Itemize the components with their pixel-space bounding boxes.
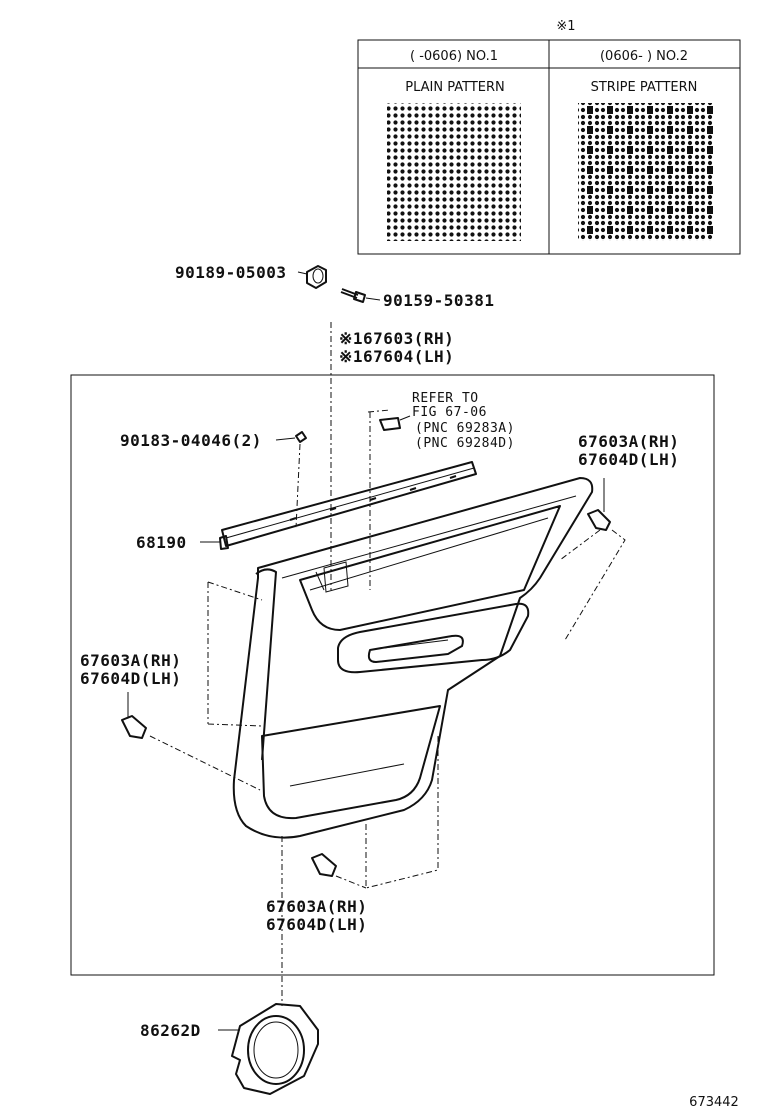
label-clip-right-lh: 67604D(LH) (578, 450, 679, 469)
plain-pattern-swatch (387, 103, 521, 241)
figure-number: 673442 (689, 1095, 739, 1110)
label-screw: 90159-50381 (383, 291, 494, 310)
col1-pattern-name: PLAIN PATTERN (405, 80, 504, 95)
switch-bracket (367, 409, 411, 590)
small-clip-part (275, 431, 307, 529)
label-clip-bottom-lh: 67604D(LH) (266, 915, 367, 934)
table-note-mark: ※1 (556, 19, 575, 34)
label-screw-cap: 90189-05003 (175, 263, 286, 282)
dash-lines-left (207, 581, 263, 727)
label-clip-right-rh: 67603A(RH) (578, 432, 679, 451)
dash-line-left-clip (149, 735, 261, 791)
label-clip-small: 90183-04046(2) (120, 431, 262, 450)
weatherstrip-part (200, 461, 477, 550)
bottom-clip-part (311, 853, 337, 877)
label-weatherstrip: 68190 (136, 533, 187, 552)
left-clip-part (121, 692, 147, 739)
dash-lines-bottom (365, 736, 439, 889)
label-pnc2: (PNC 69284D) (415, 436, 515, 451)
col1-header: ( -0606) NO.1 (410, 49, 498, 64)
speaker-cover-part (218, 1003, 319, 1095)
label-refer-line1: REFER TO (412, 391, 479, 406)
door-trim-board (232, 477, 594, 839)
label-trim-board-lh: ※167604(LH) (339, 347, 454, 366)
col2-pattern-name: STRIPE PATTERN (591, 80, 698, 95)
dash-line-bottom-clip (335, 875, 367, 889)
screw-cap-part (297, 265, 327, 289)
screw-part (340, 288, 381, 303)
label-clip-left-rh: 67603A(RH) (80, 651, 181, 670)
label-clip-left-lh: 67604D(LH) (80, 669, 181, 688)
label-trim-board-rh: ※167603(RH) (339, 329, 454, 348)
fabric-pattern-table: ※1 ( -0606) NO.1 (0606- ) NO.2 PLAIN PAT… (357, 19, 741, 255)
label-pnc1: (PNC 69283A) (415, 421, 515, 436)
label-clip-bottom-rh: 67603A(RH) (266, 897, 367, 916)
stripe-pattern-swatch (578, 103, 714, 241)
col2-header: (0606- ) NO.2 (600, 49, 688, 64)
label-speaker-cover: 86262D (140, 1021, 201, 1040)
label-refer-line2: FIG 67-06 (412, 405, 487, 420)
right-clip-part (559, 478, 626, 641)
assembly-frame (70, 374, 715, 976)
